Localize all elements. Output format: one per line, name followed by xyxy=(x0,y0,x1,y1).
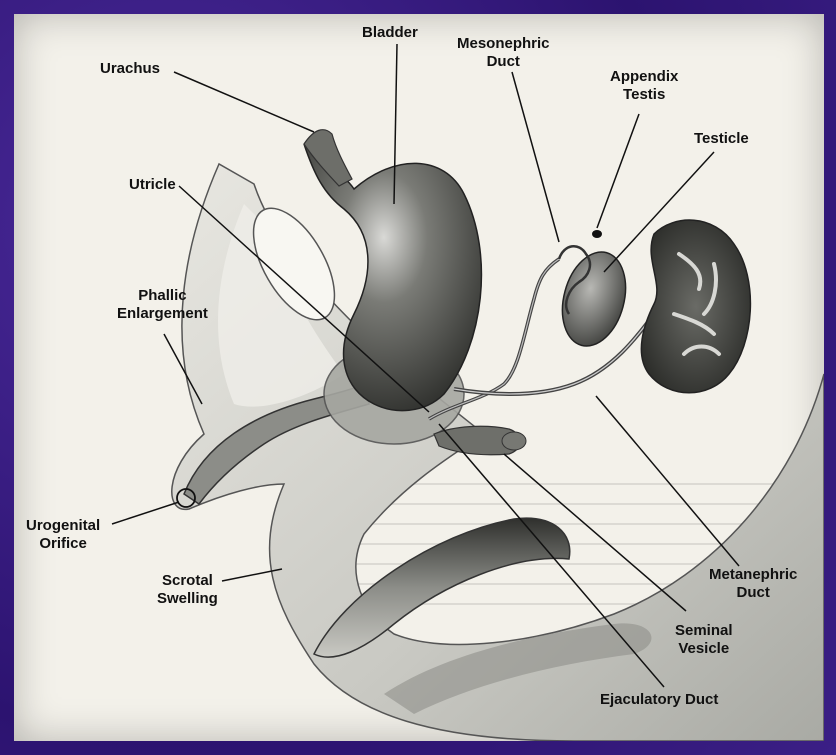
label-ejaculatory-duct: Ejaculatory Duct xyxy=(600,691,718,709)
label-urogenital-orifice: Urogenital Orifice xyxy=(26,517,100,553)
seminal-vesicle-tip xyxy=(502,432,526,450)
testicle-shape xyxy=(553,245,636,353)
metanephric-duct xyxy=(454,314,654,394)
label-testicle: Testicle xyxy=(694,130,749,148)
leader-urogenital xyxy=(112,502,179,524)
label-seminal-vesicle: Seminal Vesicle xyxy=(675,622,733,658)
leader-metanephric xyxy=(596,396,739,566)
kidney-shape xyxy=(641,220,750,393)
diagram-panel: Bladder Mesonephric Duct Appendix Testis… xyxy=(14,14,824,741)
label-utricle: Utricle xyxy=(129,176,176,194)
label-bladder: Bladder xyxy=(362,24,418,42)
label-scrotal-swelling: Scrotal Swelling xyxy=(157,572,218,608)
label-phallic-enlargement: Phallic Enlargement xyxy=(117,287,208,323)
leader-urachus xyxy=(174,72,314,132)
appendix-testis-dot xyxy=(592,230,602,238)
label-appendix-testis: Appendix Testis xyxy=(610,68,678,104)
leader-appendix xyxy=(597,114,639,228)
label-metanephric-duct: Metanephric Duct xyxy=(709,566,797,602)
label-urachus: Urachus xyxy=(100,60,160,78)
label-mesonephric-duct: Mesonephric Duct xyxy=(457,35,550,71)
leader-mesonephric xyxy=(512,72,559,242)
